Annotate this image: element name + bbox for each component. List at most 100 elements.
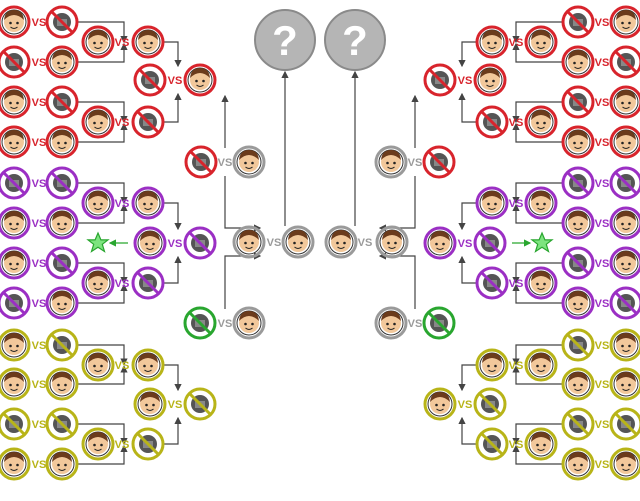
left-r1-b-6[interactable] bbox=[45, 246, 79, 280]
right-r3-a-0[interactable] bbox=[423, 63, 457, 97]
right-r1-b-1[interactable] bbox=[609, 45, 640, 79]
left-r2-a-0[interactable] bbox=[81, 25, 115, 59]
right-r2-a-2[interactable] bbox=[475, 186, 509, 220]
left-r2-a-4[interactable] bbox=[81, 348, 115, 382]
right-r1-a-0[interactable] bbox=[561, 5, 595, 39]
left-r1-a-4[interactable] bbox=[0, 166, 31, 200]
left-r1-a-1[interactable] bbox=[0, 45, 31, 79]
right-r2-a-4[interactable] bbox=[475, 348, 509, 382]
right-r1-b-10[interactable] bbox=[609, 407, 640, 441]
left-r1-a-0[interactable] bbox=[0, 5, 31, 39]
left-r1-a-2[interactable] bbox=[0, 85, 31, 119]
left-r1-a-6[interactable] bbox=[0, 246, 31, 280]
right-r1-a-2[interactable] bbox=[561, 85, 595, 119]
right-wild-winner[interactable] bbox=[374, 306, 408, 340]
left-r1-a-10[interactable] bbox=[0, 407, 31, 441]
left-r3-b-2[interactable] bbox=[133, 387, 167, 421]
right-div-winner-1[interactable] bbox=[374, 145, 408, 179]
left-r1-b-4[interactable] bbox=[45, 166, 79, 200]
left-r1-b-3[interactable] bbox=[45, 125, 79, 159]
right-r1-a-10[interactable] bbox=[561, 407, 595, 441]
left-r1-b-5[interactable] bbox=[45, 206, 79, 240]
left-r3-a-0[interactable] bbox=[183, 63, 217, 97]
left-r1-a-7[interactable] bbox=[0, 286, 31, 320]
right-r3-b-2[interactable] bbox=[473, 387, 507, 421]
right-r1-a-9[interactable] bbox=[561, 367, 595, 401]
right-r1-b-3[interactable] bbox=[609, 125, 640, 159]
left-wild-winner[interactable] bbox=[232, 306, 266, 340]
left-r2-b-1[interactable] bbox=[131, 105, 165, 139]
right-r1-b-8[interactable] bbox=[609, 328, 640, 362]
right-r1-a-8[interactable] bbox=[561, 328, 595, 362]
right-r1-a-6[interactable] bbox=[561, 246, 595, 280]
right-wild-card[interactable] bbox=[422, 306, 456, 340]
left-r2-a-2[interactable] bbox=[81, 186, 115, 220]
left-div-winner-2[interactable] bbox=[232, 145, 266, 179]
left-r2-b-4[interactable] bbox=[131, 348, 165, 382]
left-r1-b-1[interactable] bbox=[45, 45, 79, 79]
left-r2-a-3[interactable] bbox=[81, 266, 115, 300]
right-r3-a-1[interactable] bbox=[423, 226, 457, 260]
left-r1-a-8[interactable] bbox=[0, 328, 31, 362]
left-r3-a-1[interactable] bbox=[183, 226, 217, 260]
right-r1-a-3[interactable] bbox=[561, 125, 595, 159]
right-r2-b-2[interactable] bbox=[524, 186, 558, 220]
right-r3-b-1[interactable] bbox=[473, 226, 507, 260]
right-r1-a-4[interactable] bbox=[561, 166, 595, 200]
left-div-winner-1[interactable] bbox=[184, 145, 218, 179]
left-r2-a-1[interactable] bbox=[81, 105, 115, 139]
mystery-finalist-right-label: ? bbox=[342, 17, 368, 64]
right-div-winner-2[interactable] bbox=[422, 145, 456, 179]
right-r1-a-1[interactable] bbox=[561, 45, 595, 79]
right-r2-a-3[interactable] bbox=[475, 266, 509, 300]
left-semi-a[interactable] bbox=[232, 225, 266, 259]
left-r1-b-8[interactable] bbox=[45, 328, 79, 362]
right-r2-b-5[interactable] bbox=[524, 427, 558, 461]
right-r1-b-5[interactable] bbox=[609, 206, 640, 240]
left-wild-card[interactable] bbox=[183, 306, 217, 340]
left-r2-b-0[interactable] bbox=[131, 25, 165, 59]
right-div-vs-1: VS bbox=[408, 157, 423, 169]
left-r1-b-2[interactable] bbox=[45, 85, 79, 119]
left-r2-b-5[interactable] bbox=[131, 427, 165, 461]
left-r1-b-7[interactable] bbox=[45, 286, 79, 320]
right-r3-a-2[interactable] bbox=[423, 387, 457, 421]
right-r1-b-0[interactable] bbox=[609, 5, 640, 39]
left-r1-b-10[interactable] bbox=[45, 407, 79, 441]
right-r2-a-5[interactable] bbox=[475, 427, 509, 461]
left-r3-b-1[interactable] bbox=[133, 226, 167, 260]
left-r2-a-5[interactable] bbox=[81, 427, 115, 461]
right-r2-b-0[interactable] bbox=[524, 25, 558, 59]
right-r1-a-5[interactable] bbox=[561, 206, 595, 240]
right-semi-a[interactable] bbox=[324, 225, 358, 259]
left-r1-a-9[interactable] bbox=[0, 367, 31, 401]
left-r3-a-2[interactable] bbox=[183, 387, 217, 421]
right-r1-a-7[interactable] bbox=[561, 286, 595, 320]
right-r2-b-1[interactable] bbox=[524, 105, 558, 139]
right-r1-b-2[interactable] bbox=[609, 85, 640, 119]
right-semi-b[interactable] bbox=[375, 225, 409, 259]
left-r1-b-9[interactable] bbox=[45, 367, 79, 401]
right-r1-vs-10: VS bbox=[595, 419, 610, 431]
right-r2-a-0[interactable] bbox=[475, 25, 509, 59]
right-r2-b-3[interactable] bbox=[524, 266, 558, 300]
right-r1-b-7[interactable] bbox=[609, 286, 640, 320]
right-r1-line bbox=[512, 101, 562, 124]
left-r3-b-0[interactable] bbox=[133, 63, 167, 97]
right-r1-b-11[interactable] bbox=[609, 447, 640, 481]
right-r1-a-11[interactable] bbox=[561, 447, 595, 481]
left-r2-b-2[interactable] bbox=[131, 186, 165, 220]
left-r1-a-3[interactable] bbox=[0, 125, 31, 159]
right-r3-b-0[interactable] bbox=[473, 63, 507, 97]
left-semi-b[interactable] bbox=[281, 225, 315, 259]
left-r1-b-0[interactable] bbox=[45, 5, 79, 39]
right-r2-a-1[interactable] bbox=[475, 105, 509, 139]
right-r1-b-6[interactable] bbox=[609, 246, 640, 280]
left-r1-b-11[interactable] bbox=[45, 447, 79, 481]
right-r2-b-4[interactable] bbox=[524, 348, 558, 382]
right-r1-b-4[interactable] bbox=[609, 166, 640, 200]
left-r1-a-11[interactable] bbox=[0, 447, 31, 481]
left-r2-b-3[interactable] bbox=[131, 266, 165, 300]
right-r1-b-9[interactable] bbox=[609, 367, 640, 401]
left-r1-a-5[interactable] bbox=[0, 206, 31, 240]
